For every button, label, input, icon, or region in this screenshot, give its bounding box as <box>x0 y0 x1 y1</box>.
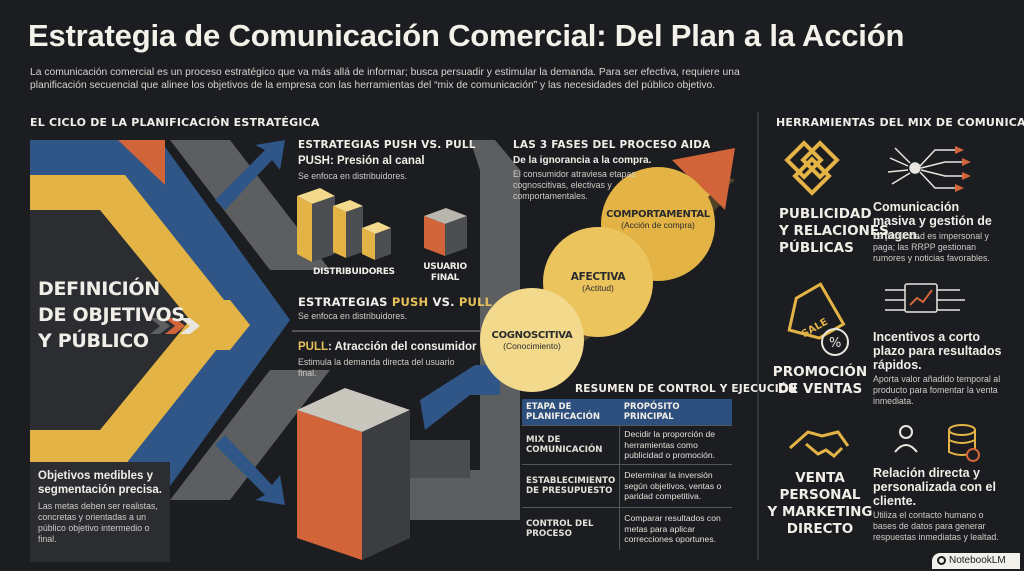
brand-badge: NotebookLM <box>932 553 1020 569</box>
mix-name-line: PÚBLICAS <box>779 240 854 256</box>
big-cube <box>297 388 410 560</box>
aida-subtitle: De la ignorancia a la compra. <box>513 155 652 166</box>
distribuidores-label: DISTRIBUIDORES <box>313 267 395 277</box>
definition-line-3: Y PÚBLICO <box>38 330 149 352</box>
heading2-vs: VS. <box>428 295 459 309</box>
phase-sub: (Actitud) <box>582 283 614 293</box>
mix-desc-venta: Utiliza el contacto humano o bases de da… <box>873 510 999 542</box>
push-pull-heading-2: ESTRATEGIAS PUSH VS. PULL <box>298 295 492 309</box>
aida-circle-cognoscitiva <box>480 288 584 392</box>
usuario-cube <box>424 208 467 256</box>
push-desc: Se enfoca en distribuidores. <box>298 171 408 181</box>
mix-name-line: PERSONAL <box>779 487 861 503</box>
objectives-desc: Las metas deben ser realistas, concretas… <box>38 501 158 544</box>
mix-head-publicidad: Comunicación masiva y gestión de imagen. <box>873 200 992 242</box>
push-pull-heading: ESTRATEGIAS PUSH VS. PULL <box>298 139 476 151</box>
brand-label: NotebookLM <box>949 555 1006 566</box>
distribuidores-cubes <box>297 188 391 262</box>
intro-text: La comunicación comercial es un proceso … <box>30 67 740 91</box>
stage-cell: MIX DE COMUNICACIÓN <box>522 425 621 465</box>
push-pull-desc-2: Se enfoca en distribuidores. <box>298 311 408 321</box>
table-row: MIX DE COMUNICACIÓN Decidir la proporció… <box>522 425 732 465</box>
chevron-3 <box>180 318 200 334</box>
mix-head-venta: Relación directa y personalizada con el … <box>873 466 996 508</box>
mix-name-line: VENTA <box>795 470 845 486</box>
mix-name-line: PUBLICIDAD <box>779 206 872 222</box>
objectives-title: Objetivos medibles y segmentación precis… <box>38 470 162 496</box>
gray-chevron-1 <box>170 140 330 270</box>
pull-desc: Estimula la demanda directa del usuario … <box>298 357 455 378</box>
aida-phase-afectiva: AFECTIVA (Actitud) <box>546 271 650 293</box>
blue-arrow-up <box>215 140 285 210</box>
notebook-icon <box>937 556 946 565</box>
pipe-shape <box>410 140 520 520</box>
dark-chevron-shape <box>30 210 190 430</box>
purpose-cell: Comparar resultados con metas para aplic… <box>619 507 732 550</box>
push-title: PUSH: Presión al canal <box>298 155 425 167</box>
usuario-line-1: USUARIO <box>423 262 467 272</box>
mix-name-line: DE VENTAS <box>777 381 863 397</box>
cycle-heading: EL CICLO DE LA PLANIFICACIÓN ESTRATÉGICA <box>30 116 320 129</box>
mix-name-line: PROMOCIÓN <box>772 364 868 380</box>
pull-title-rest: : Atracción del consumidor <box>328 341 477 353</box>
objectives-panel <box>30 462 170 562</box>
control-heading: RESUMEN DE CONTROL Y EJECUCIÓN <box>575 383 797 395</box>
aida-phase-comportamental: COMPORTAMENTAL (Acción de compra) <box>602 209 714 230</box>
table-row: CONTROL DEL PROCESO Comparar resultados … <box>522 507 732 550</box>
chevron-1 <box>150 318 170 334</box>
mix-item-publicidad: PUBLICIDAD Y RELACIONES PÚBLICAS <box>763 206 889 257</box>
phase-name: COGNOSCITIVA <box>491 330 573 341</box>
table-header-row: ETAPA DE PLANIFICACIÓN PROPÓSITO PRINCIP… <box>522 399 732 426</box>
aida-heading: LAS 3 FASES DEL PROCESO AIDA <box>513 139 711 151</box>
pull-title: PULL: Atracción del consumidor <box>298 341 477 353</box>
stage-cell: ESTABLECIMIENTO DE PRESUPUESTO <box>522 464 621 508</box>
mix-item-promocion: PROMOCIÓN DE VENTAS <box>765 364 875 398</box>
purpose-cell: Decidir la proporción de herramientas co… <box>619 425 732 465</box>
gray-chevron-2 <box>170 370 330 500</box>
phase-sub: (Acción de compra) <box>621 220 695 230</box>
mix-item-venta: VENTA PERSONAL Y MARKETING DIRECTO <box>765 470 875 538</box>
blue-arrow-lower <box>420 365 500 430</box>
stage-cell: CONTROL DEL PROCESO <box>522 507 621 550</box>
definition-line-1: DEFINICIÓN <box>38 278 160 300</box>
mix-name-line: DIRECTO <box>786 521 854 537</box>
yellow-small-chevron <box>200 300 250 350</box>
aida-phase-cognoscitiva: COGNOSCITIVA (Conocimiento) <box>480 330 584 351</box>
table-row: ESTABLECIMIENTO DE PRESUPUESTO Determina… <box>522 464 732 508</box>
aida-desc: El consumidor atraviesa etapas cognoscit… <box>513 169 636 201</box>
blue-arrow-down <box>215 435 285 505</box>
mix-desc-promocion: Aporta valor añadido temporal al product… <box>873 374 1001 406</box>
mix-name-line: Y MARKETING <box>767 504 873 520</box>
usuario-line-2: FINAL <box>430 273 460 283</box>
mix-desc-publicidad: La publicidad es impersonal y paga; las … <box>873 231 990 263</box>
control-table: ETAPA DE PLANIFICACIÓN PROPÓSITO PRINCIP… <box>522 399 732 550</box>
definition-line-2: DE OBJETIVOS <box>38 304 185 326</box>
usuario-final-label: USUARIO FINAL <box>422 262 468 284</box>
mix-heading: HERRAMIENTAS DEL MIX DE COMUNICACIÓN <box>776 116 1024 129</box>
phase-name: COMPORTAMENTAL <box>606 209 710 220</box>
definition-label: DEFINICIÓN DE OBJETIVOS Y PÚBLICO <box>38 276 185 354</box>
col-purpose: PROPÓSITO PRINCIPAL <box>619 399 732 426</box>
mix-name-line: Y RELACIONES <box>779 223 889 239</box>
heading2-pull: PULL <box>458 295 493 309</box>
phase-sub: (Conocimiento) <box>503 341 561 351</box>
phase-name: AFECTIVA <box>570 271 626 283</box>
heading2-push: PUSH <box>391 295 429 309</box>
col-stage: ETAPA DE PLANIFICACIÓN <box>522 399 620 426</box>
heading2-a: ESTRATEGIAS <box>298 295 392 309</box>
page-title: Estrategia de Comunicación Comercial: De… <box>28 18 905 53</box>
pull-label: PULL <box>298 341 329 353</box>
chevron-2 <box>165 318 185 334</box>
orange-corner-shape <box>118 140 165 185</box>
purpose-cell: Determinar la inversión según objetivos,… <box>619 464 732 508</box>
mix-head-promocion: Incentivos a corto plazo para resultados… <box>873 330 1002 372</box>
